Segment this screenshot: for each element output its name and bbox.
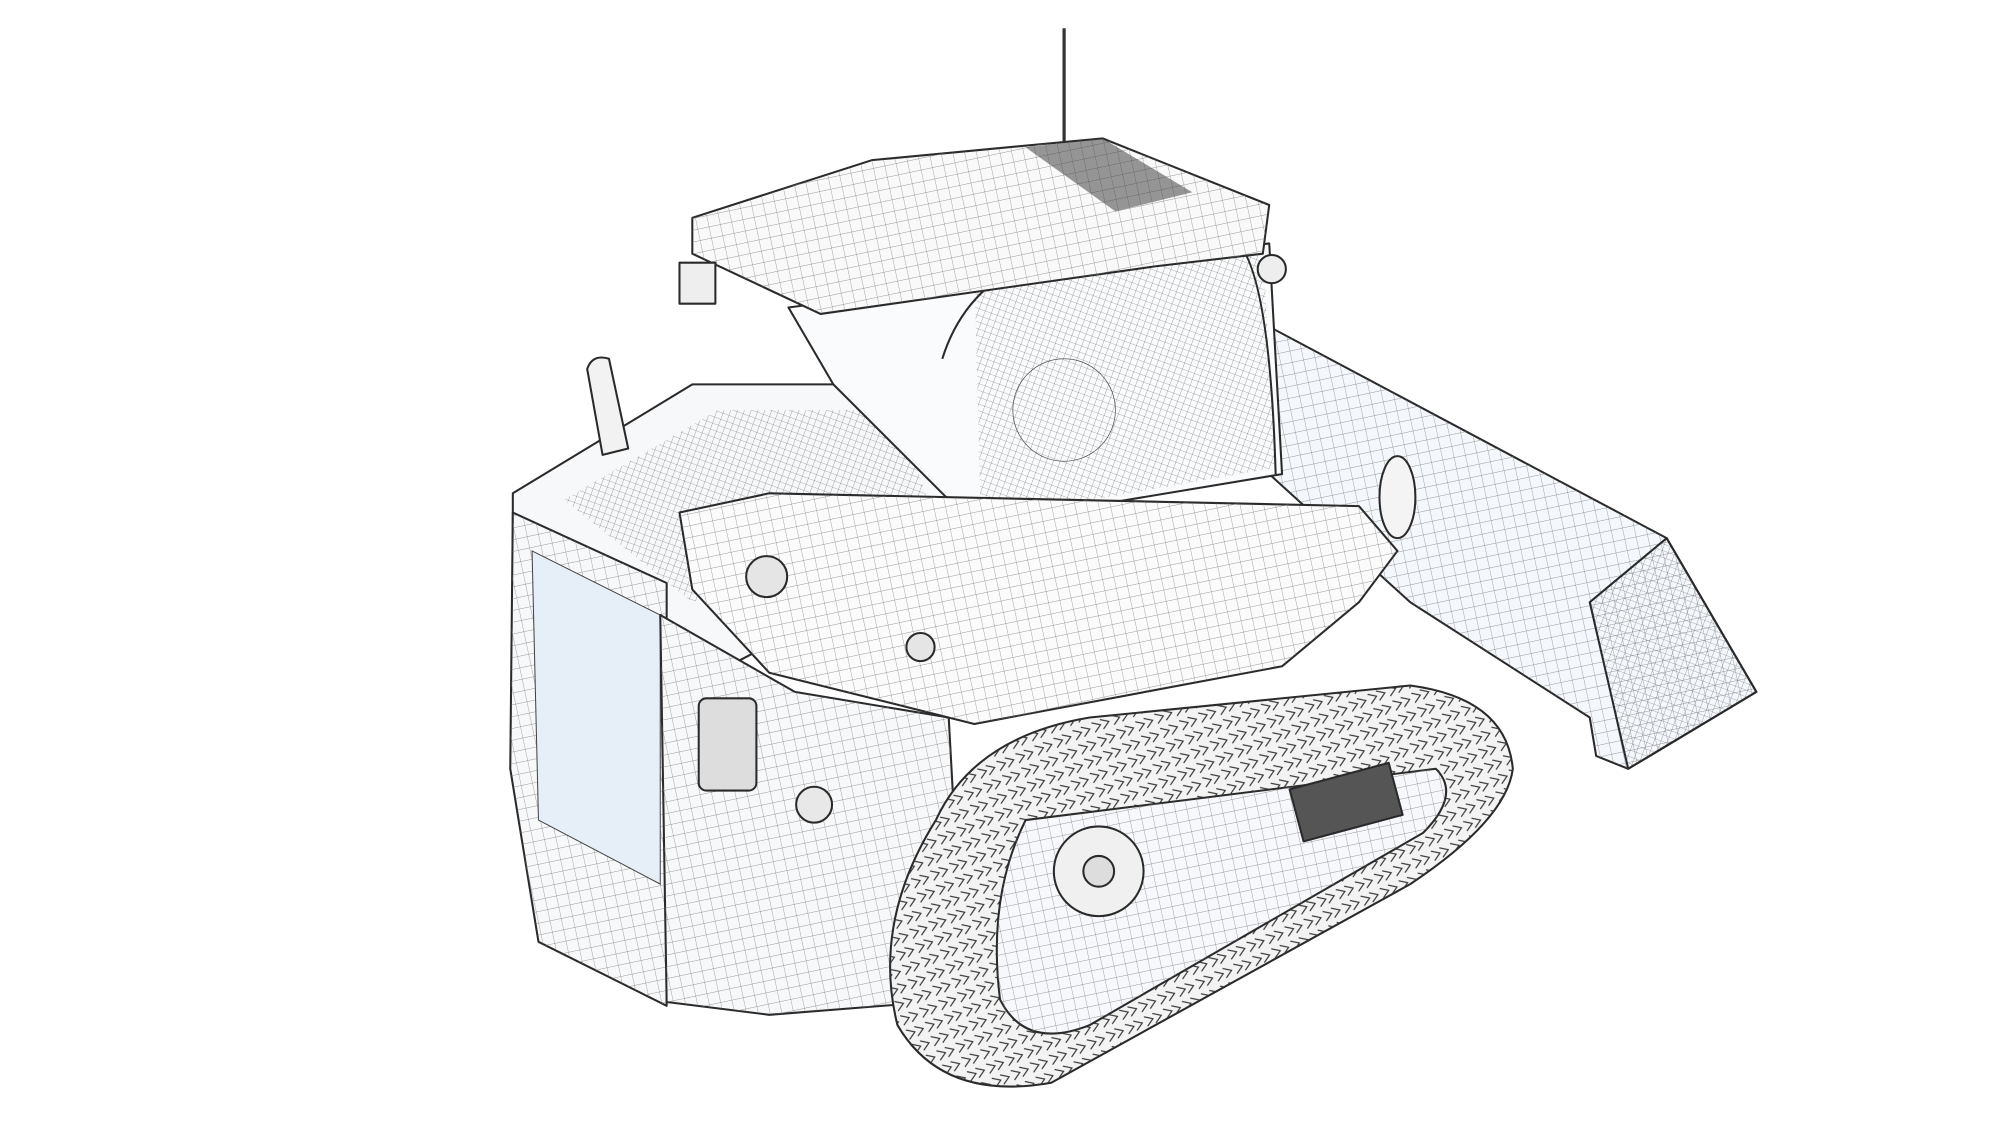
tail-light	[697, 697, 758, 792]
work-light-left	[678, 261, 717, 305]
roof	[678, 137, 1287, 315]
track	[889, 684, 1514, 1088]
rear-body	[509, 511, 668, 1007]
track-frame-block	[1288, 761, 1404, 843]
side-mirror	[1378, 455, 1417, 540]
lift-arm	[678, 492, 1399, 725]
pivot-pin	[745, 555, 789, 599]
rear-panel	[531, 550, 661, 885]
steering-control	[1012, 358, 1116, 462]
work-light-right	[1256, 253, 1287, 285]
exhaust-pipe	[586, 356, 630, 456]
cab	[787, 236, 1284, 527]
bucket	[1268, 325, 1758, 770]
